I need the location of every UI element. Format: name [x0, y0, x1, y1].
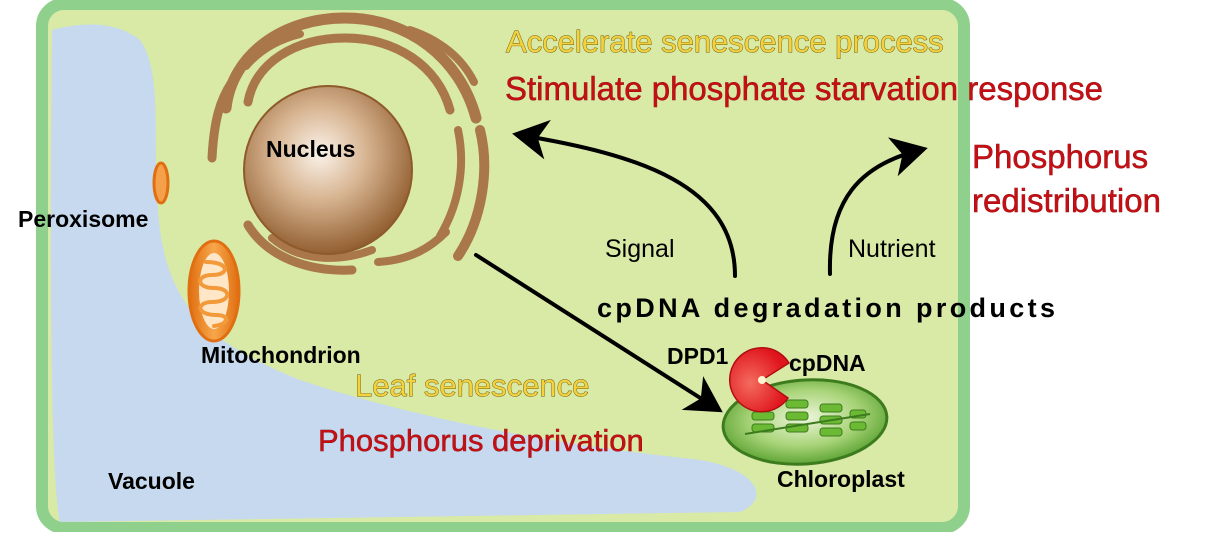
vacuole	[50, 24, 757, 523]
nutrient-label: Nutrient	[848, 235, 936, 263]
signal-label: Signal	[605, 235, 675, 263]
nucleus-label: Nucleus	[266, 136, 355, 162]
phosphorus-redistribution-line1: Phosphorus	[972, 138, 1148, 175]
vacuole-label: Vacuole	[108, 468, 195, 494]
dpd1-label: DPD1	[667, 343, 729, 369]
leaf-senescence-text: Leaf senescence	[355, 368, 589, 403]
degradation-products-label: cpDNA degradation products	[597, 293, 1055, 323]
cpdna-label: cpDNA	[789, 350, 866, 376]
mitochondrion	[187, 239, 241, 343]
nucleus	[243, 85, 413, 255]
dpd1-center	[758, 376, 766, 384]
mitochondrion-label: Mitochondrion	[201, 342, 361, 368]
peroxisome-label: Peroxisome	[18, 206, 148, 232]
phosphorus-deprivation-text: Phosphorus deprivation	[318, 423, 644, 458]
peroxisome	[152, 161, 170, 205]
nutrient-arrow	[827, 137, 928, 276]
accelerate-senescence-text: Accelerate senescence process	[506, 24, 944, 59]
arrows	[474, 119, 928, 413]
chloroplast-label: Chloroplast	[777, 466, 905, 492]
endoplasmic-reticulum	[207, 12, 490, 275]
phosphorus-redistribution-line2: redistribution	[972, 182, 1161, 219]
signal-arrow	[512, 119, 737, 278]
nucleus-to-chloroplast-arrow	[474, 253, 723, 413]
stimulate-phosphate-text: Stimulate phosphate starvation response	[505, 70, 1103, 107]
